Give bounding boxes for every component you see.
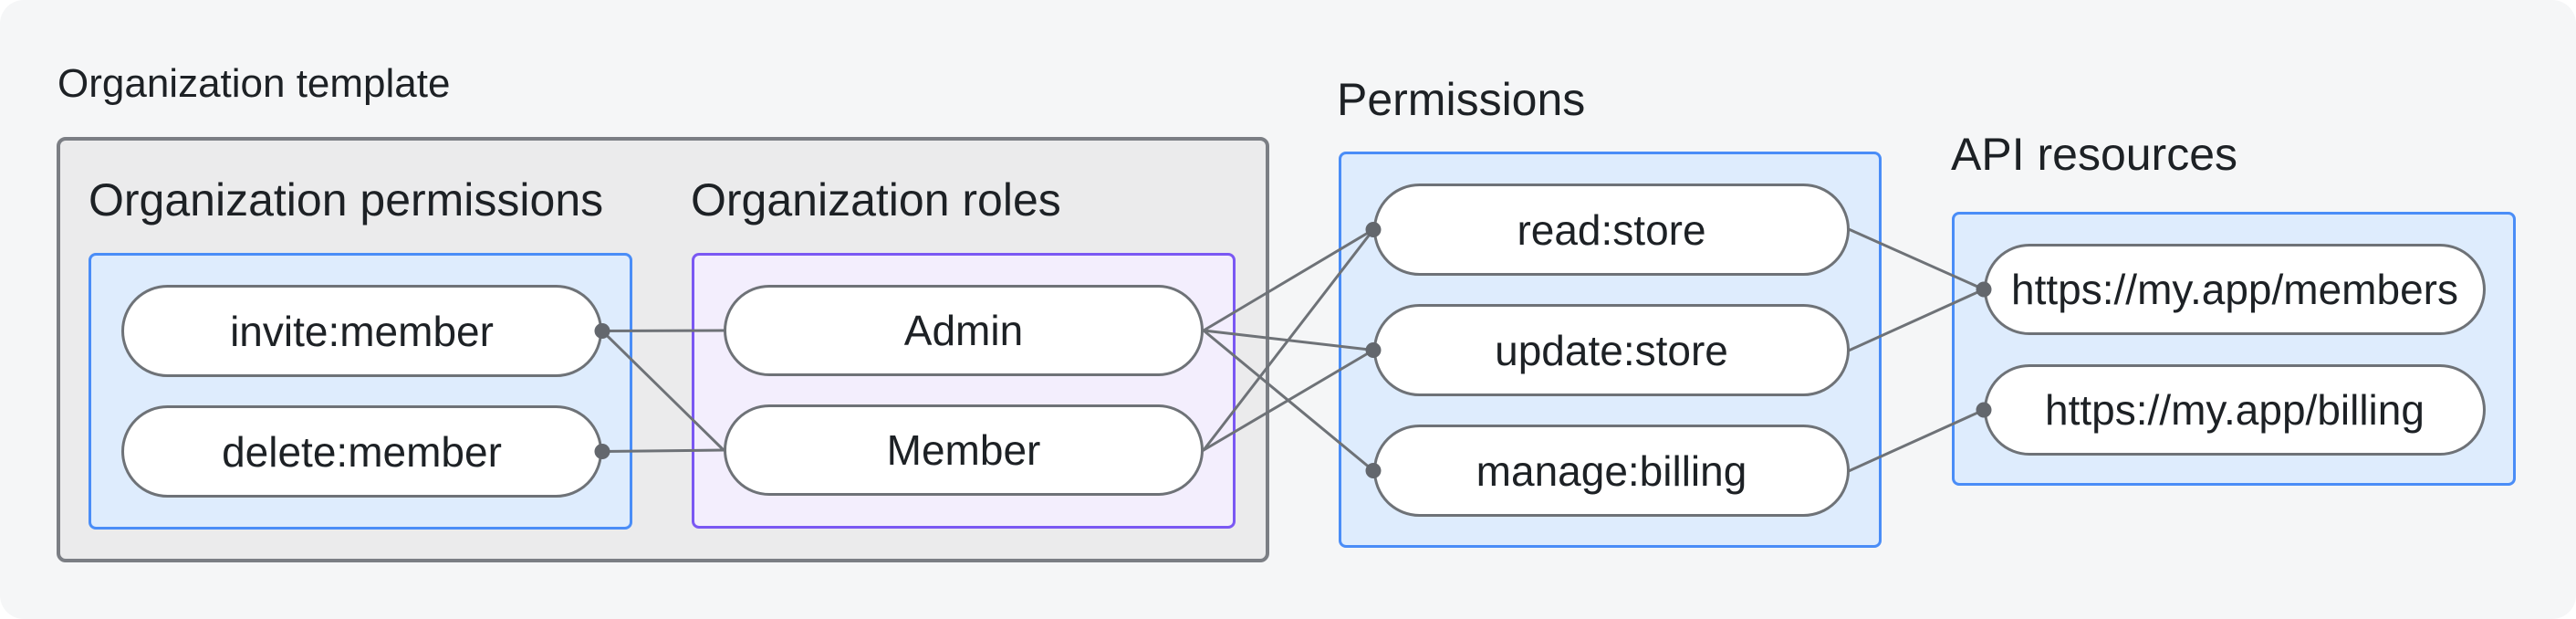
node-members-url: https://my.app/members <box>1984 244 2486 335</box>
node-read: read:store <box>1373 184 1850 276</box>
permissions-heading: Permissions <box>1337 74 1586 125</box>
node-billing-url: https://my.app/billing <box>1984 364 2486 456</box>
node-update: update:store <box>1373 304 1850 396</box>
node-manage: manage:billing <box>1373 425 1850 517</box>
diagram-title: Organization template <box>57 61 451 106</box>
node-delete: delete:member <box>121 405 602 498</box>
node-member: Member <box>724 404 1204 496</box>
org-permissions-heading: Organization permissions <box>89 174 604 226</box>
api-resources-heading: API resources <box>1951 129 2238 180</box>
node-invite: invite:member <box>121 285 602 377</box>
org-roles-heading: Organization roles <box>691 174 1061 226</box>
node-admin: Admin <box>724 285 1204 376</box>
